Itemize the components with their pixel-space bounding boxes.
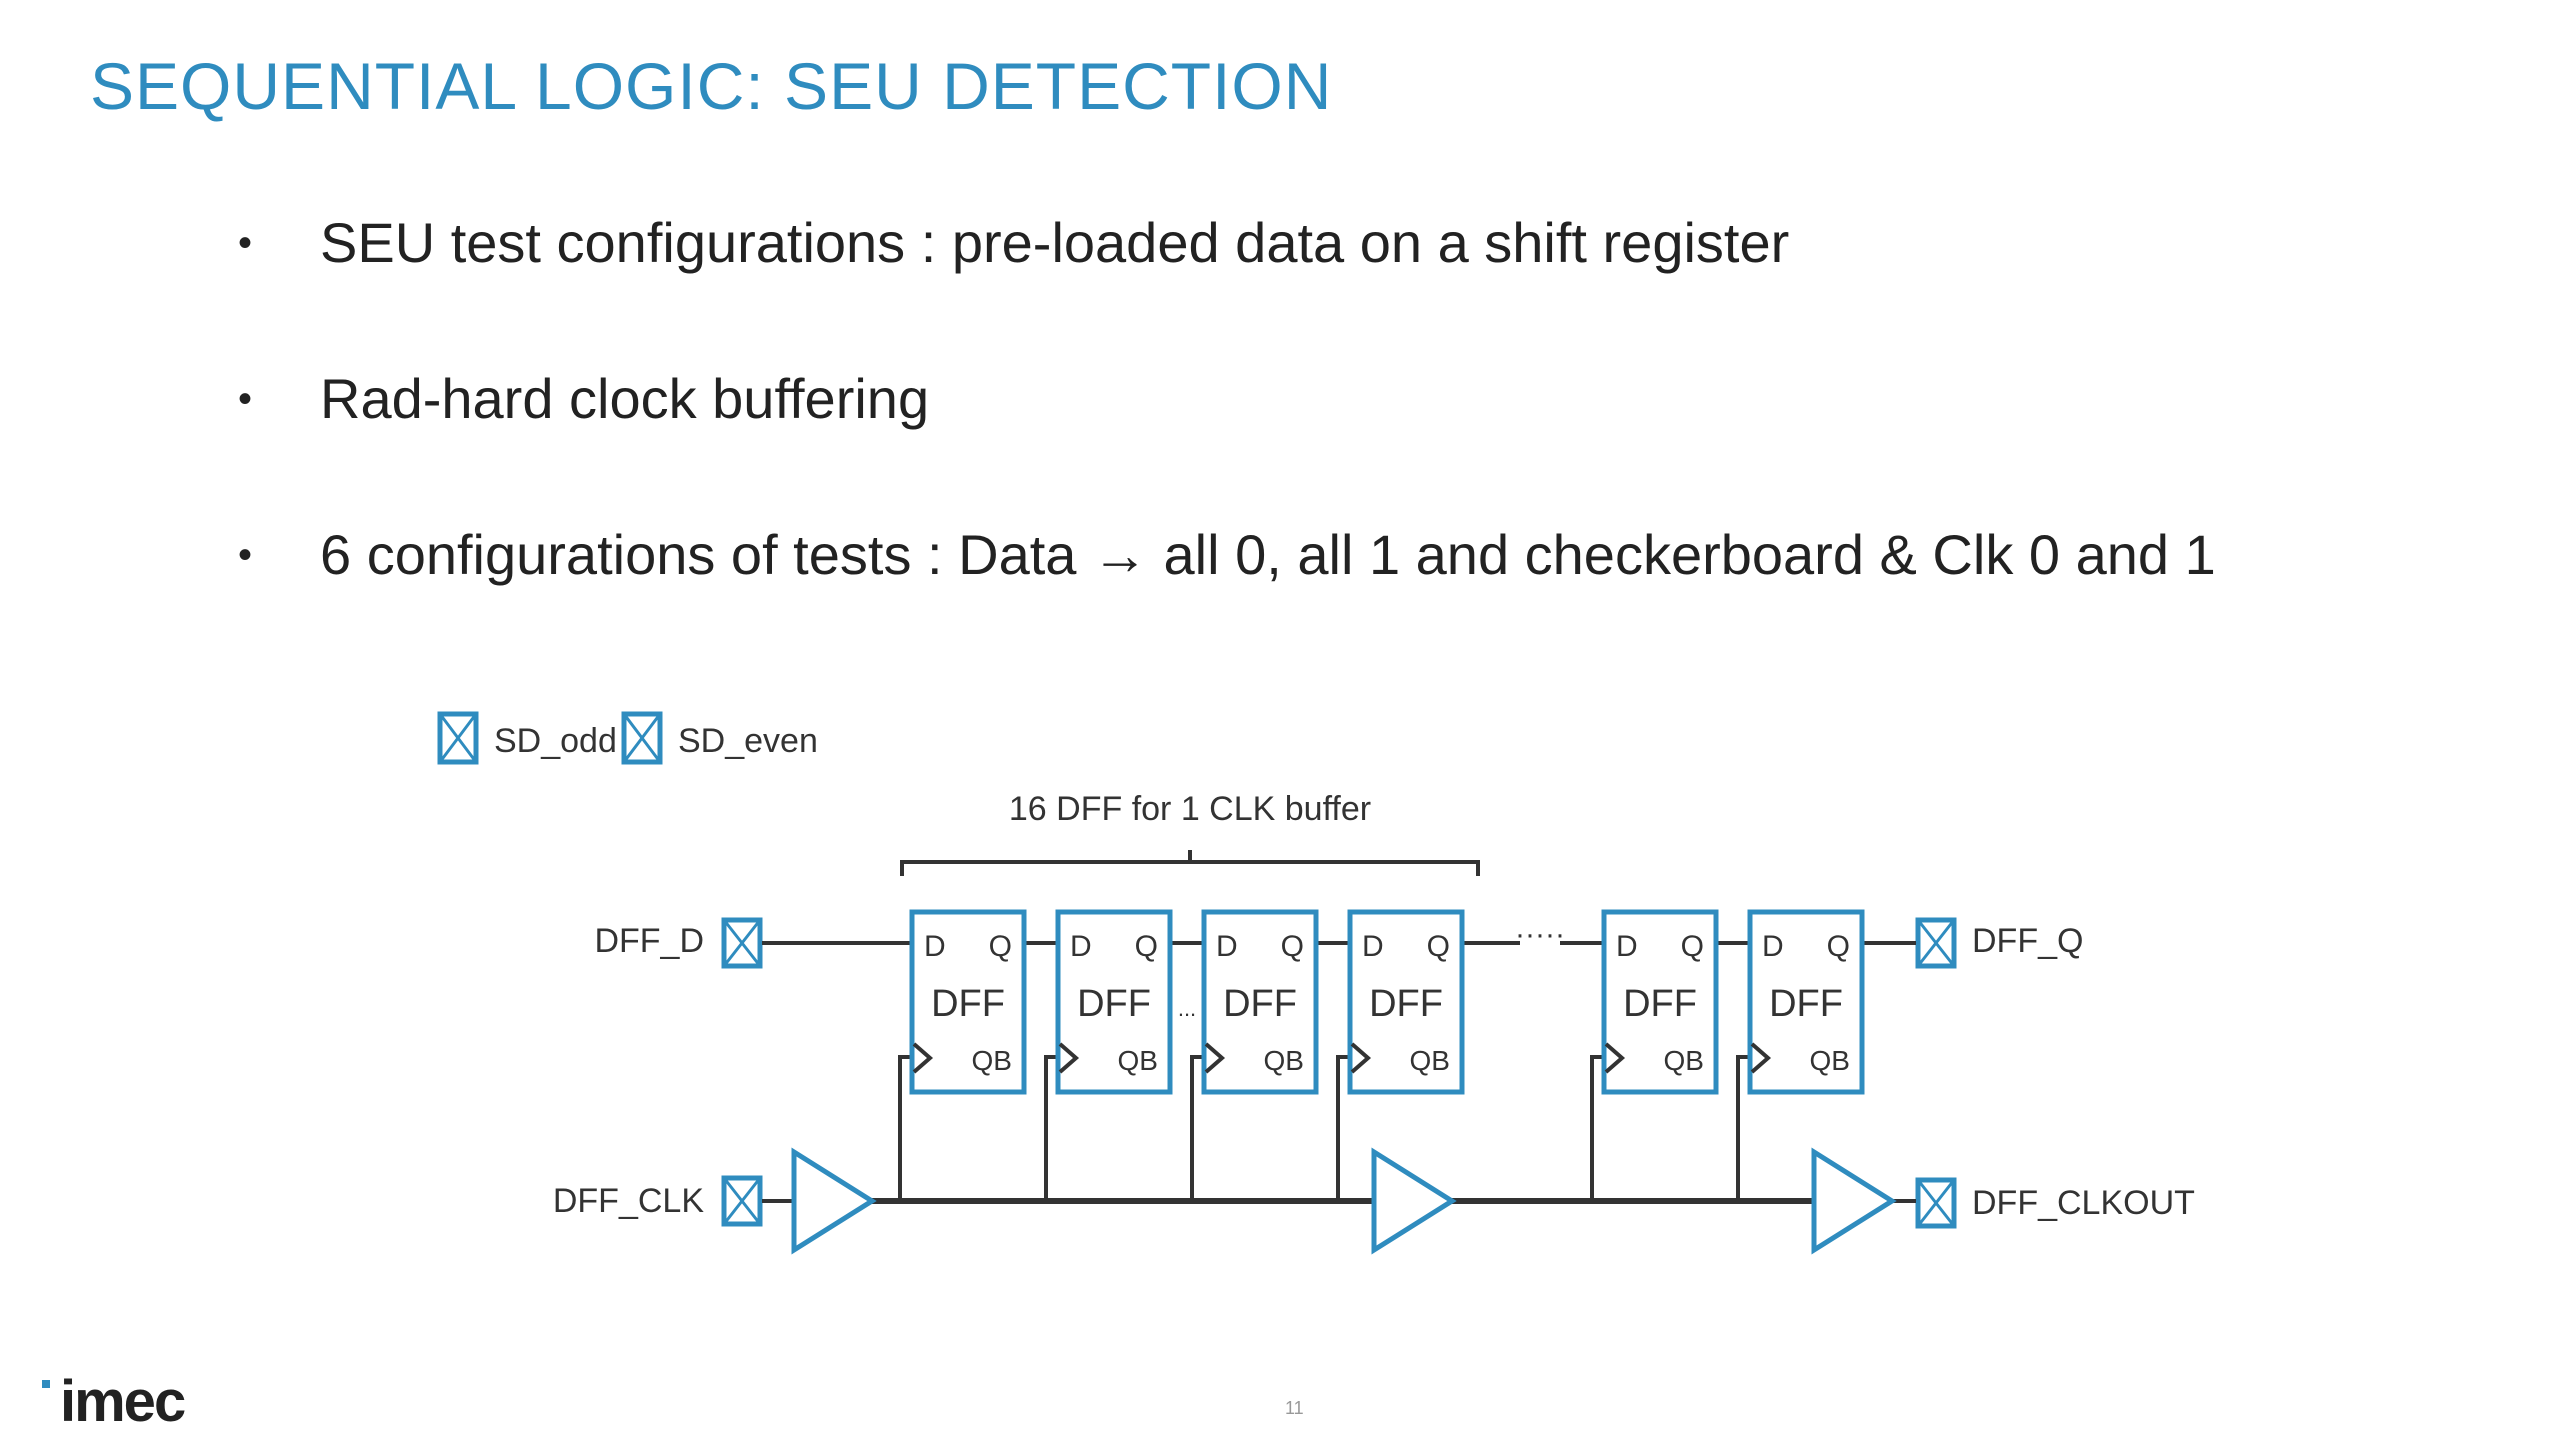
dff-name: DFF [931,983,1005,1025]
dff-cell: D Q DFF QB [909,909,1027,1095]
clock-pin-icon [1350,1042,1372,1074]
dff-name: DFF [1623,983,1697,1025]
dff-pin-q: Q [1827,930,1850,963]
label-dff-clk: DFF_CLK [553,1182,704,1220]
dff-pin-qb: QB [1264,1045,1304,1076]
group-brace [900,850,1480,876]
bullet-text: 6 configurations of tests : Data → all 0… [320,523,2216,586]
dff-cell: D Q DFF QB [1747,909,1865,1095]
chain-ellipsis: ····· [1515,918,1565,951]
dff-name: DFF [1369,983,1443,1025]
pad-dff-clkout-icon [1915,1177,1957,1229]
dff-cell: D Q DFF QB [1055,909,1173,1095]
bullet-item: • 6 configurations of tests : Data → all… [238,522,2438,678]
dff-pin-d: D [1616,930,1638,963]
legend-label-sd-even: SD_even [678,722,818,760]
dff-pin-qb: QB [1118,1045,1158,1076]
dff-pin-d: D [1070,930,1092,963]
clock-pin-icon [1750,1042,1772,1074]
dff-cell: D Q DFF QB [1601,909,1719,1095]
legend: SD_odd SD_even [437,711,818,765]
pad-dff-d-icon [721,917,763,969]
page-number: 11 [1285,1398,1304,1418]
label-dff-d: DFF_D [594,922,704,960]
clock-wires [762,1055,1916,1204]
clock-buffer-icon [1811,1147,1897,1255]
bullet-text: SEU test configurations : pre-loaded dat… [320,211,1790,274]
dff-pin-qb: QB [972,1045,1012,1076]
legend-label-sd-odd: SD_odd [494,722,617,760]
dff-pin-d: D [924,930,946,963]
dff-pin-d: D [1362,930,1384,963]
dff-name: DFF [1769,983,1843,1025]
slide-title: SEQUENTIAL LOGIC: SEU DETECTION [90,49,1333,123]
clock-pin-icon [912,1042,934,1074]
dff-cell: D Q DFF QB [1347,909,1465,1095]
bullet-item: • Rad-hard clock buffering [238,366,2438,522]
dff-pin-q: Q [1135,930,1158,963]
pad-icon [621,711,663,765]
clock-pin-icon [1604,1042,1626,1074]
bullet-list: • SEU test configurations : pre-loaded d… [238,210,2438,678]
dff-pin-d: D [1762,930,1784,963]
dff-pin-qb: QB [1664,1045,1704,1076]
dff-pin-q: Q [1427,930,1450,963]
imec-logo: imec [60,1369,186,1434]
bullet-text: Rad-hard clock buffering [320,367,930,430]
dff-pin-d: D [1216,930,1238,963]
clock-pin-icon [1058,1042,1080,1074]
bullet-dot-icon: • [238,221,253,265]
bullet-dot-icon: • [238,533,253,577]
dff-name: DFF [1223,983,1297,1025]
logo-accent-icon [42,1380,50,1388]
clock-pin-icon [1204,1042,1226,1074]
dff-pin-q: Q [1281,930,1304,963]
dff-cell: D Q DFF QB [1201,909,1319,1095]
clock-buffer-icon [1371,1147,1457,1255]
dff-name: DFF [1077,983,1151,1025]
brace-label: 16 DFF for 1 CLK buffer [1009,790,1371,828]
pad-icon [437,711,479,765]
dff-pin-qb: QB [1810,1045,1850,1076]
pad-dff-q-icon [1915,917,1957,969]
label-dff-clkout: DFF_CLKOUT [1972,1184,2195,1222]
small-ellipsis: ... [1178,996,1196,1021]
dff-pin-qb: QB [1410,1045,1450,1076]
bullet-dot-icon: • [238,377,253,421]
pad-dff-clk-icon [721,1175,763,1227]
clock-buffer-icon [791,1147,877,1255]
dff-pin-q: Q [989,930,1012,963]
dff-pin-q: Q [1681,930,1704,963]
label-dff-q: DFF_Q [1972,922,2083,960]
bullet-item: • SEU test configurations : pre-loaded d… [238,210,2438,366]
